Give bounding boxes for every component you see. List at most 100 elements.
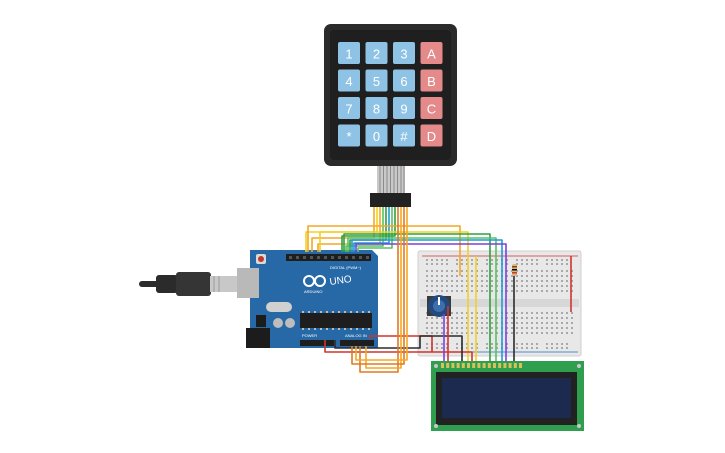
breadboard-hole[interactable] [436, 275, 438, 277]
breadboard-hole[interactable] [456, 263, 458, 265]
breadboard-hole[interactable] [561, 327, 563, 329]
breadboard-hole[interactable] [441, 259, 443, 261]
breadboard-hole[interactable] [506, 343, 508, 345]
breadboard-hole[interactable] [476, 317, 478, 319]
breadboard-hole[interactable] [476, 290, 478, 292]
lcd-pin[interactable] [513, 363, 517, 368]
breadboard-hole[interactable] [466, 312, 468, 314]
breadboard-hole[interactable] [431, 275, 433, 277]
breadboard-hole[interactable] [456, 290, 458, 292]
breadboard-hole[interactable] [446, 317, 448, 319]
keypad-key-7[interactable] [338, 97, 360, 119]
breadboard-hole[interactable] [531, 322, 533, 324]
breadboard-hole[interactable] [451, 275, 453, 277]
breadboard-hole[interactable] [451, 270, 453, 272]
breadboard-hole[interactable] [431, 270, 433, 272]
breadboard-hole[interactable] [496, 332, 498, 334]
breadboard-hole[interactable] [506, 275, 508, 277]
breadboard-hole[interactable] [461, 312, 463, 314]
breadboard-hole[interactable] [531, 259, 533, 261]
breadboard-hole[interactable] [471, 317, 473, 319]
breadboard-hole[interactable] [526, 280, 528, 282]
breadboard-hole[interactable] [511, 327, 513, 329]
breadboard-hole[interactable] [481, 322, 483, 324]
breadboard-hole[interactable] [531, 263, 533, 265]
breadboard-hole[interactable] [446, 332, 448, 334]
breadboard-hole[interactable] [571, 332, 573, 334]
breadboard-hole[interactable] [451, 332, 453, 334]
breadboard-hole[interactable] [476, 285, 478, 287]
breadboard-hole[interactable] [511, 290, 513, 292]
breadboard-hole[interactable] [426, 322, 428, 324]
breadboard-hole[interactable] [486, 332, 488, 334]
breadboard-hole[interactable] [506, 280, 508, 282]
analog-header[interactable] [340, 340, 374, 346]
breadboard-hole[interactable] [546, 280, 548, 282]
breadboard-hole[interactable] [441, 280, 443, 282]
arduino-uno-board[interactable]: DIGITAL (PWM~) UNO ARDUINO POWER ANALOG [237, 250, 378, 348]
breadboard-hole[interactable] [426, 327, 428, 329]
breadboard-hole[interactable] [506, 322, 508, 324]
breadboard-hole[interactable] [431, 327, 433, 329]
usb-cable[interactable] [139, 272, 240, 296]
breadboard-hole[interactable] [566, 285, 568, 287]
lcd-pin[interactable] [493, 363, 496, 368]
breadboard-hole[interactable] [476, 312, 478, 314]
breadboard-hole[interactable] [526, 317, 528, 319]
keypad-key-5[interactable] [365, 69, 388, 92]
breadboard-hole[interactable] [461, 270, 463, 272]
breadboard-hole[interactable] [446, 263, 448, 265]
breadboard-hole[interactable] [541, 317, 543, 319]
breadboard-hole[interactable] [471, 332, 473, 334]
breadboard-hole[interactable] [441, 317, 443, 319]
breadboard-hole[interactable] [561, 312, 563, 314]
breadboard-hole[interactable] [551, 259, 553, 261]
breadboard-hole[interactable] [521, 290, 523, 292]
breadboard-hole[interactable] [456, 275, 458, 277]
breadboard-hole[interactable] [516, 332, 518, 334]
breadboard-hole[interactable] [536, 332, 538, 334]
breadboard-hole[interactable] [486, 275, 488, 277]
breadboard-hole[interactable] [496, 322, 498, 324]
breadboard-hole[interactable] [571, 270, 573, 272]
breadboard-hole[interactable] [571, 322, 573, 324]
breadboard-hole[interactable] [471, 322, 473, 324]
breadboard-hole[interactable] [516, 290, 518, 292]
breadboard-hole[interactable] [426, 347, 428, 349]
breadboard-hole[interactable] [476, 263, 478, 265]
breadboard-hole[interactable] [451, 290, 453, 292]
breadboard-hole[interactable] [506, 317, 508, 319]
breadboard-hole[interactable] [471, 259, 473, 261]
breadboard-hole[interactable] [536, 275, 538, 277]
breadboard-hole[interactable] [466, 322, 468, 324]
breadboard-hole[interactable] [436, 263, 438, 265]
breadboard-hole[interactable] [561, 347, 563, 349]
breadboard-hole[interactable] [441, 347, 443, 349]
keypad-key-#[interactable] [393, 124, 415, 147]
breadboard-hole[interactable] [571, 290, 573, 292]
breadboard-hole[interactable] [476, 343, 478, 345]
keypad-key-4[interactable] [338, 69, 360, 92]
breadboard-hole[interactable] [491, 332, 493, 334]
breadboard-hole[interactable] [471, 285, 473, 287]
breadboard-hole[interactable] [466, 275, 468, 277]
breadboard-hole[interactable] [511, 317, 513, 319]
breadboard-hole[interactable] [471, 275, 473, 277]
breadboard-hole[interactable] [531, 343, 533, 345]
breadboard-hole[interactable] [476, 347, 478, 349]
breadboard-hole[interactable] [436, 322, 438, 324]
breadboard-hole[interactable] [516, 312, 518, 314]
breadboard-hole[interactable] [526, 322, 528, 324]
breadboard-hole[interactable] [551, 270, 553, 272]
breadboard-hole[interactable] [471, 263, 473, 265]
breadboard-hole[interactable] [426, 343, 428, 345]
keypad-key-*[interactable] [338, 124, 360, 147]
breadboard-hole[interactable] [436, 317, 438, 319]
breadboard-hole[interactable] [551, 322, 553, 324]
breadboard-hole[interactable] [436, 285, 438, 287]
breadboard-hole[interactable] [536, 280, 538, 282]
breadboard-hole[interactable] [456, 317, 458, 319]
breadboard-hole[interactable] [546, 259, 548, 261]
breadboard-hole[interactable] [521, 275, 523, 277]
